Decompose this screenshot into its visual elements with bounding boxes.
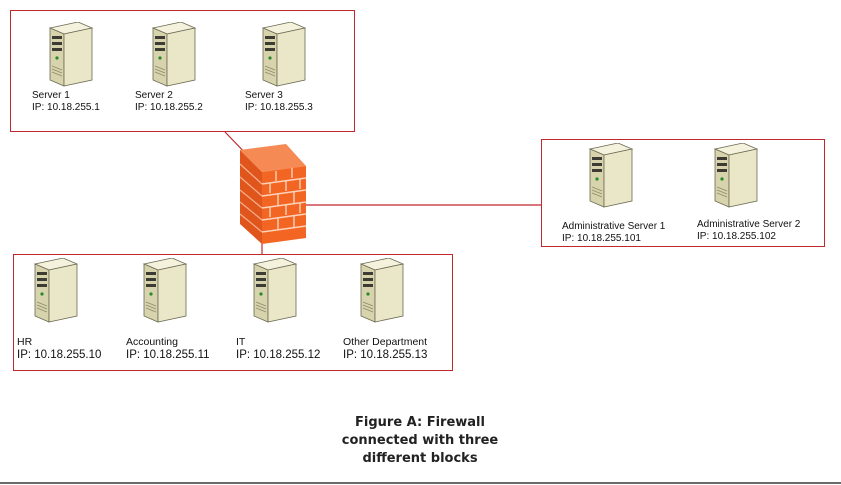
server-ip: IP: 10.18.255.3	[245, 102, 313, 113]
figure-caption: Figure A: Firewall connected with three …	[300, 414, 540, 468]
server-tower-icon	[359, 258, 405, 323]
admin-server-block	[541, 139, 825, 247]
bottom-divider	[0, 482, 841, 484]
server-name: Server 2	[135, 90, 173, 101]
caption-line: connected with three	[341, 433, 499, 448]
server-ip: IP: 10.18.255.1	[32, 102, 100, 113]
server-name: HR	[17, 336, 33, 348]
server-tower-icon	[713, 143, 759, 208]
firewall-icon	[239, 144, 307, 244]
server-tower-icon	[142, 258, 188, 323]
server-name: Administrative Server 1	[562, 221, 666, 232]
server-node: Administrative Server 2 IP: 10.18.255.10…	[697, 143, 825, 242]
server-tower-icon	[48, 22, 94, 87]
server-tower-icon	[33, 258, 79, 323]
server-name: Server 1	[32, 90, 70, 101]
server-name: Server 3	[245, 90, 283, 101]
server-ip: IP: 10.18.255.12	[236, 349, 321, 361]
server-node: Administrative Server 1 IP: 10.18.255.10…	[562, 143, 702, 244]
server-ip: IP: 10.18.255.10	[17, 349, 102, 361]
server-ip: IP: 10.18.255.102	[697, 231, 776, 242]
top-server-block	[10, 10, 355, 132]
server-name: Accounting	[126, 336, 178, 348]
server-name: Administrative Server 2	[697, 219, 801, 230]
server-node: Accounting IP: 10.18.255.11	[126, 258, 246, 361]
server-ip: IP: 10.18.255.11	[126, 349, 210, 361]
caption-line: Figure A: Firewall	[355, 415, 485, 430]
server-name: IT	[236, 336, 246, 348]
server-ip: IP: 10.18.255.13	[343, 349, 428, 361]
server-node: Server 3 IP: 10.18.255.3	[245, 22, 365, 118]
server-node: HR IP: 10.18.255.10	[17, 258, 137, 361]
server-name: Other Department	[343, 336, 428, 348]
server-node: Other Department IP: 10.18.255.13	[343, 258, 463, 361]
caption-line: different blocks	[362, 451, 478, 466]
server-tower-icon	[252, 258, 298, 323]
server-tower-icon	[261, 22, 307, 87]
department-block	[13, 254, 453, 371]
server-tower-icon	[588, 143, 634, 208]
server-ip: IP: 10.18.255.101	[562, 233, 641, 244]
server-node: Server 2 IP: 10.18.255.2	[135, 22, 255, 118]
server-node: Server 1 IP: 10.18.255.1	[32, 22, 152, 118]
server-tower-icon	[151, 22, 197, 87]
server-node: IT IP: 10.18.255.12	[236, 258, 356, 361]
server-ip: IP: 10.18.255.2	[135, 102, 203, 113]
